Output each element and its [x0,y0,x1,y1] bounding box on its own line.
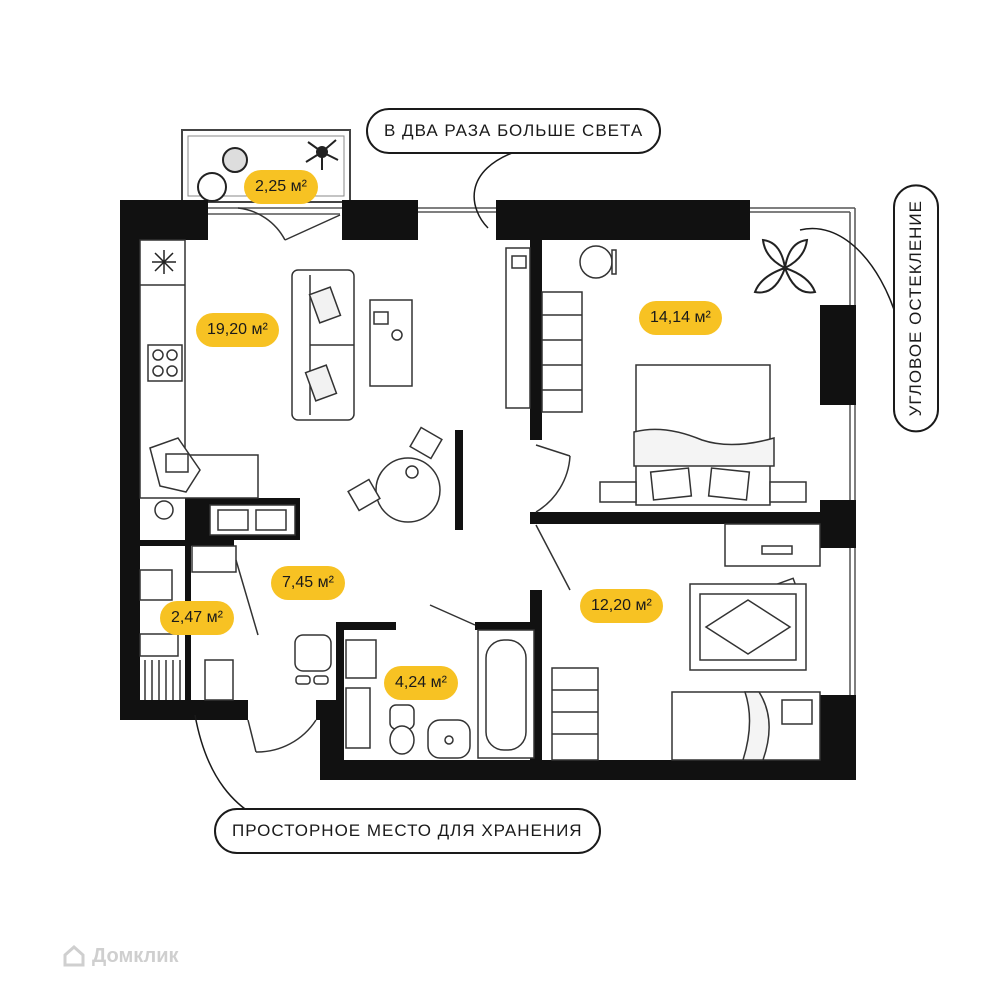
kitchen [139,239,259,520]
dining-table [347,426,443,523]
shelves [139,504,296,701]
chair-icon [579,245,617,279]
doors [235,444,571,636]
bed-single [671,691,821,761]
sofa [291,269,355,421]
bathtub [477,629,535,759]
sink-icon [149,437,201,493]
rug [689,583,807,671]
area-badge-hall: 7,45 м² [271,566,345,600]
entrance-door [247,719,317,753]
stove-icon [147,344,183,382]
bed-double [599,364,807,506]
callout-corner-glazing: УГЛОВОЕ ОСТЕКЛЕНИЕ [893,184,939,433]
area-badge-bedroom: 14,14 м² [639,301,722,335]
washer-icon [154,500,174,520]
watermark: Домклик [62,944,179,968]
coffee-table [369,299,413,387]
area-badge-second-room: 12,20 м² [580,589,663,623]
closet [551,667,599,761]
area-badge-bathroom: 4,24 м² [384,666,458,700]
watermark-text: Домклик [92,944,179,967]
area-badge-storage: 2,47 м² [160,601,234,635]
callout-light: В ДВА РАЗА БОЛЬШЕ СВЕТА [366,108,662,154]
area-badge-living-kitchen: 19,20 м² [196,313,279,347]
house-logo-icon [63,944,85,967]
leaf-plant-icon [753,238,817,294]
balcony-door [237,207,341,241]
wardrobe [505,247,583,413]
pouf-icon [294,634,332,685]
chair-icon [197,147,248,202]
washing-machine-icon [345,639,377,749]
snowflake-icon [152,250,176,274]
washbasin-icon [427,719,471,759]
area-badge-balcony: 2,25 м² [244,170,318,204]
callout-storage-space: ПРОСТОРНОЕ МЕСТО ДЛЯ ХРАНЕНИЯ [214,808,601,854]
plant-icon [305,139,339,170]
toilet-icon [389,704,415,755]
